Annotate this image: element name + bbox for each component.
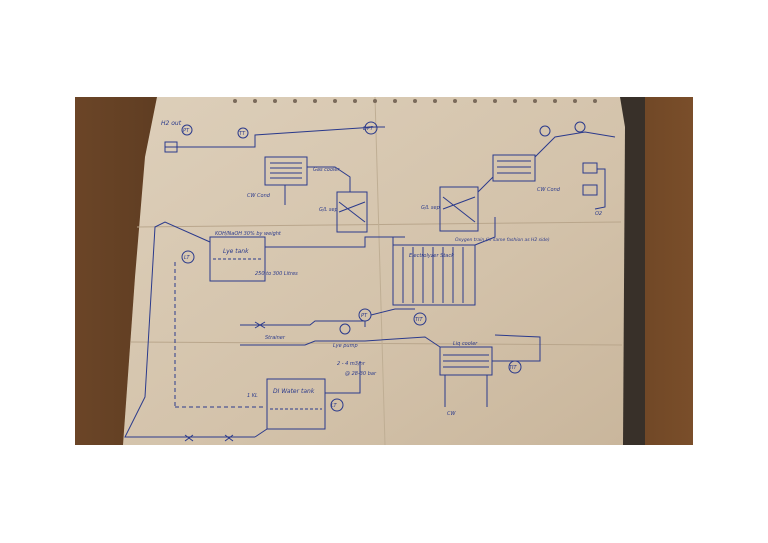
label-o2-out: O2 xyxy=(595,211,602,217)
label-gas-cooler: Gas cooler xyxy=(313,167,340,173)
paper-sheet xyxy=(123,97,625,445)
binder-holes xyxy=(233,99,597,103)
gl-separator-right xyxy=(439,186,479,232)
label-right-note: Oxygen train (in same fashion as H2 side… xyxy=(455,237,550,243)
label-koh-lye: KOH/NaOH 30% by weight xyxy=(215,231,282,237)
label-tt-1: TT xyxy=(239,131,246,137)
label-pressure: @ 28-30 bar xyxy=(345,371,377,377)
label-lye-volume: 250 to 300 Litres xyxy=(255,271,298,277)
label-cw-right: CW Cond xyxy=(537,187,561,193)
temperature-transmitter-icon xyxy=(237,127,249,139)
label-cw-bottom: CW xyxy=(447,411,456,417)
label-gl-sep-left: G/L sep xyxy=(319,207,338,213)
label-kl: 1 KL xyxy=(247,393,258,399)
label-lye-pump: Lye pump xyxy=(333,343,358,349)
photo-frame: H2 out PT TT DPT CW Cond Gas cooler G/L … xyxy=(75,97,693,445)
label-lt-left: LT xyxy=(184,255,190,261)
label-lt-bottom: LT xyxy=(331,403,337,409)
label-flow: 2 - 4 m3/hr xyxy=(337,361,366,367)
gl-separator-left xyxy=(336,191,368,233)
di-water-tank xyxy=(266,378,326,430)
dpt-icon xyxy=(364,121,378,135)
label-h2-out: H2 out xyxy=(161,120,182,127)
lye-tank xyxy=(209,236,266,282)
label-cw-left: CW Cond xyxy=(247,193,271,199)
label-electrolyzer: Electrolyzer Stack xyxy=(409,253,455,259)
label-dpt: DPT xyxy=(363,126,374,132)
pressure-transmitter-icon xyxy=(181,124,193,136)
label-tit-right: TIT xyxy=(509,365,518,371)
label-liq-cooler: Liq cooler xyxy=(453,341,478,347)
label-tit: TIT xyxy=(415,317,424,323)
label-gl-sep-right: G/L sep xyxy=(421,205,440,211)
label-strainer: Strainer xyxy=(265,335,286,341)
gas-cooler-right xyxy=(492,154,536,182)
ink-sketch xyxy=(124,121,616,442)
label-pt-2: PT xyxy=(361,313,368,319)
electrolyzer-stack xyxy=(392,244,476,306)
label-pt-1: PT xyxy=(183,128,190,134)
label-di-water: DI Water tank xyxy=(273,388,315,395)
label-lye-tank: Lye tank xyxy=(223,248,249,255)
gas-cooler-left xyxy=(264,156,308,186)
sketch-photo: H2 out PT TT DPT CW Cond Gas cooler G/L … xyxy=(75,97,693,445)
lye-pump-icon xyxy=(339,323,351,335)
